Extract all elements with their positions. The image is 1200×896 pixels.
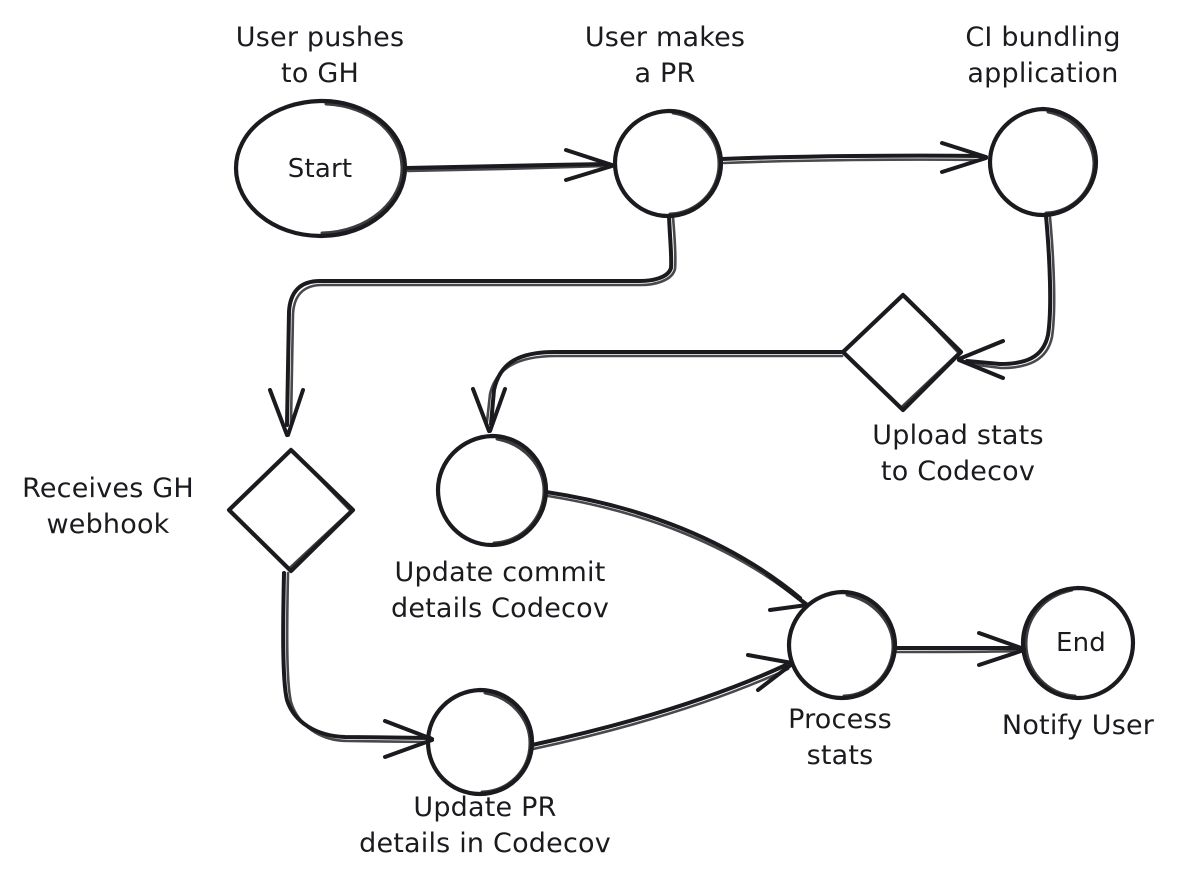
- edge-user-pr-to-ci-bundling: [720, 141, 988, 174]
- label-end-caption: Notify User: [1001, 710, 1155, 741]
- label-process-stats-caption: Process stats: [788, 704, 892, 772]
- node-gh-webhook[interactable]: [226, 447, 356, 574]
- node-user-pr[interactable]: [612, 108, 724, 219]
- label-gh-webhook-caption: Receives GH webhook: [22, 473, 194, 541]
- label-user-pr-caption: User makes a PR: [584, 22, 746, 90]
- node-update-pr[interactable]: [425, 687, 535, 797]
- node-update-commit[interactable]: [435, 433, 549, 548]
- edge-ci-bundling-to-upload-stats: [957, 214, 1056, 380]
- label-upload-stats-caption: Upload stats to Codecov: [872, 420, 1044, 488]
- node-start[interactable]: [233, 98, 408, 239]
- label-update-pr-caption: Update PR details in Codecov: [359, 792, 611, 860]
- edge-update-pr-to-process-stats: [530, 653, 794, 751]
- label-end-inner: End: [1055, 628, 1107, 658]
- label-update-commit-caption: Update commit details Codecov: [391, 557, 609, 625]
- label-start-caption: User pushes to GH: [235, 22, 405, 90]
- edge-gh-webhook-to-update-pr: [281, 571, 434, 759]
- node-process-stats[interactable]: [786, 589, 898, 701]
- edge-user-pr-to-gh-webhook: [268, 214, 677, 437]
- edge-upload-stats-to-update-commit: [471, 350, 844, 433]
- node-upload-stats[interactable]: [840, 292, 964, 413]
- label-start-inner: Start: [287, 154, 353, 184]
- edge-update-commit-to-process-stats: [544, 490, 809, 612]
- edge-process-stats-to-end: [894, 631, 1026, 667]
- node-end[interactable]: [1020, 585, 1136, 701]
- edge-start-to-user-pr: [404, 148, 614, 182]
- node-ci-bundling[interactable]: [987, 106, 1099, 218]
- label-ci-bundling-caption: CI bundling application: [965, 22, 1121, 90]
